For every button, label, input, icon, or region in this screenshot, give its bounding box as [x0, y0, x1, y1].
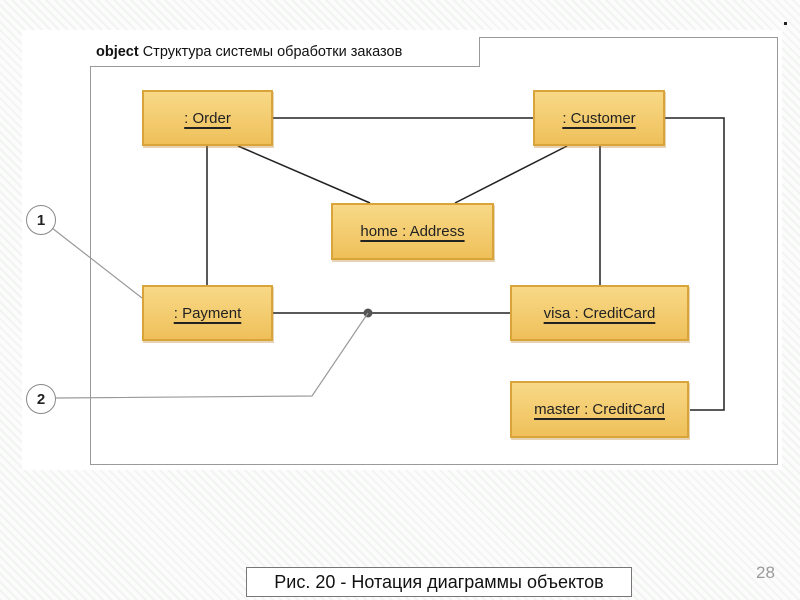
frame-title-tab: object Структура системы обработки заказ…: [90, 37, 480, 67]
object-order-label: : Order: [184, 109, 231, 127]
link-customer-address: [454, 145, 568, 204]
object-order: : Order: [142, 90, 273, 146]
object-payment: : Payment: [142, 285, 273, 341]
callout-1-leader: [51, 227, 143, 299]
callout-2-leader: [55, 312, 369, 399]
callout-2: 2: [26, 384, 56, 414]
object-address-label: home : Address: [360, 223, 465, 240]
link-customer-master: [665, 117, 725, 411]
object-address: home : Address: [331, 203, 494, 260]
object-payment-label: : Payment: [173, 304, 242, 322]
object-visa-creditcard: visa : CreditCard: [510, 285, 689, 341]
callout-1-number: 1: [36, 211, 46, 229]
frame-title: Структура системы обработки заказов: [142, 43, 403, 60]
object-customer-label: : Customer: [562, 109, 636, 127]
object-master-label: master : CreditCard: [534, 401, 665, 418]
object-master-creditcard: master : CreditCard: [510, 381, 689, 438]
object-customer: : Customer: [533, 90, 665, 146]
object-visa-label: visa : CreditCard: [543, 304, 656, 322]
page-number: 28: [756, 563, 775, 582]
callout-1: 1: [26, 205, 56, 235]
frame-keyword: object: [96, 43, 139, 60]
corner-mark: [784, 22, 787, 25]
link-order-address: [237, 145, 371, 204]
callout-2-number: 2: [36, 390, 46, 408]
figure-caption: Рис. 20 - Нотация диаграммы объектов: [246, 567, 632, 597]
